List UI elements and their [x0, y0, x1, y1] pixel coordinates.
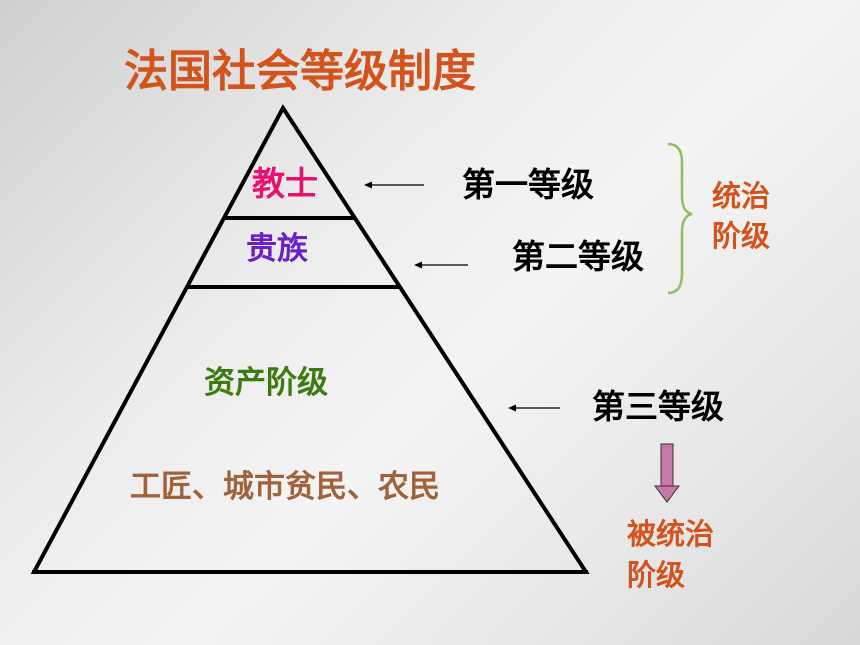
tier-clergy-label: 教士	[252, 164, 318, 203]
rank-first-estate: 第一等级	[462, 165, 594, 204]
ruling-class-label-line2: 阶级	[712, 219, 771, 253]
arrow-left-rank2	[414, 261, 468, 269]
arrow-down-icon	[654, 443, 680, 503]
rank-second-estate: 第二等级	[512, 237, 644, 276]
arrow-left-rank3	[508, 404, 560, 412]
tier-bourgeoisie-label: 资产阶级	[204, 365, 328, 401]
page-title: 法国社会等级制度	[124, 46, 476, 97]
tier-commoners-label: 工匠、城市贫民、农民	[130, 469, 440, 505]
ruled-class-label-line1: 被统治	[627, 517, 715, 551]
ruling-class-brace	[667, 142, 693, 295]
rank-third-estate: 第三等级	[592, 387, 724, 426]
tier-nobility-label: 贵族	[246, 231, 308, 267]
ruling-class-label-line1: 统治	[712, 179, 771, 213]
ruled-class-label-line2: 阶级	[627, 558, 686, 592]
arrow-left-rank1	[364, 181, 424, 189]
